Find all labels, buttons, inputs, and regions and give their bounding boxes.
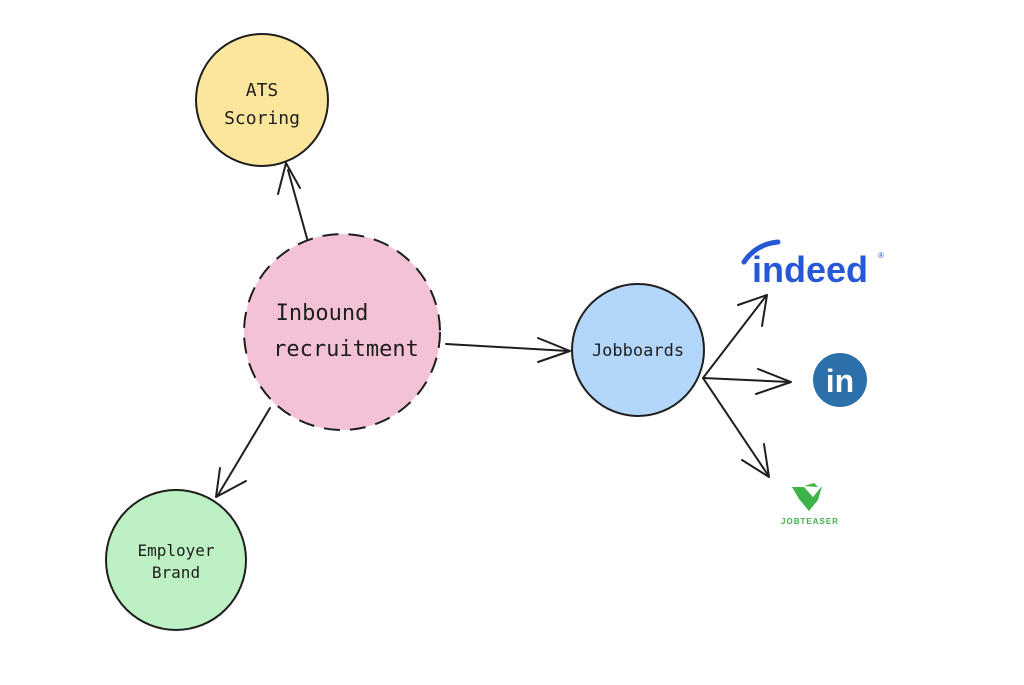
indeed-logo-text: indeed	[752, 249, 868, 290]
jobteaser-mark-icon	[792, 486, 822, 511]
brand-circle	[105, 489, 247, 631]
edge-center-to-ats	[277, 162, 309, 243]
inbound-label-line2: recruitment	[273, 337, 419, 362]
indeed-registered-mark: ®	[878, 251, 884, 260]
node-inbound-recruitment[interactable]: Inbound recruitment	[243, 233, 441, 431]
linkedin-circle-icon	[813, 353, 867, 407]
brand-label-line1: Employer	[137, 541, 214, 560]
linkedin-logo[interactable]: in	[813, 353, 867, 407]
node-jobboards[interactable]: Jobboards	[571, 283, 705, 417]
ats-label-line1: ATS	[246, 80, 279, 101]
linkedin-logo-text: in	[826, 363, 854, 399]
jobboards-circle	[571, 283, 705, 417]
edge-jobboards-to-jobteaser	[702, 377, 770, 478]
edge-center-to-brand	[215, 407, 271, 498]
jobteaser-mark-accent-icon	[804, 483, 818, 487]
edge-jobboards-to-linkedin	[702, 368, 792, 395]
ats-circle	[195, 33, 329, 167]
jobboards-label: Jobboards	[592, 341, 684, 361]
node-employer-brand[interactable]: Employer Brand	[105, 489, 247, 631]
brand-label-line2: Brand	[152, 563, 200, 582]
indeed-arc-icon	[741, 239, 781, 265]
inbound-circle	[243, 233, 441, 431]
jobteaser-logo[interactable]: JOBTEASER	[781, 483, 839, 526]
inbound-label-line1: Inbound	[276, 301, 369, 326]
jobteaser-logo-text: JOBTEASER	[781, 517, 839, 526]
ats-label-line2: Scoring	[224, 108, 300, 129]
indeed-logo[interactable]: indeed ®	[741, 239, 884, 290]
edge-center-to-jobboards	[445, 337, 571, 363]
node-ats-scoring[interactable]: ATS Scoring	[195, 33, 329, 167]
edge-jobboards-to-indeed	[702, 294, 768, 379]
